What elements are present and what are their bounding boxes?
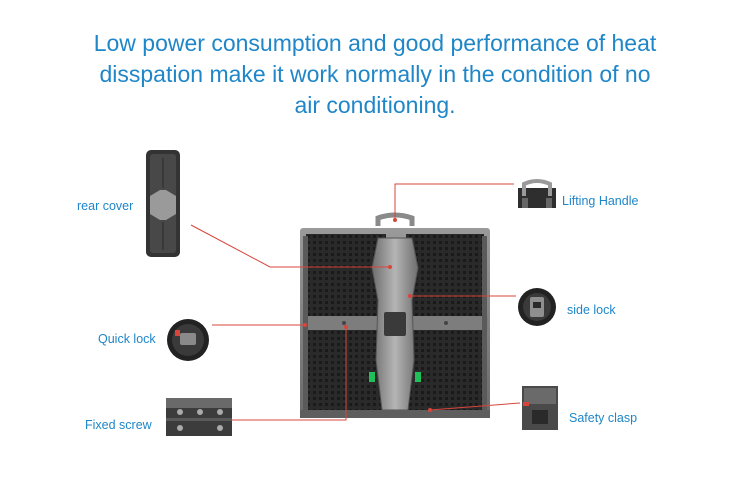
safety-clasp-thumbnail xyxy=(522,386,558,430)
label-fixed-screw: Fixed screw xyxy=(85,418,152,432)
leader-lifting-handle xyxy=(394,183,514,220)
leader-endpoints xyxy=(303,218,432,412)
led-cabinet xyxy=(300,228,490,418)
leader-lines xyxy=(190,183,521,421)
rear-cover-thumbnail xyxy=(146,150,180,257)
quick-lock-thumbnail xyxy=(167,319,209,361)
headline: Low power consumption and good performan… xyxy=(40,28,710,121)
side-lock-thumbnail xyxy=(518,288,556,326)
leader-rear-cover xyxy=(190,224,390,268)
headline-line-3: air conditioning. xyxy=(294,92,456,118)
leader-fixed-screw xyxy=(232,327,347,421)
lifting-handle-thumbnail xyxy=(518,179,556,208)
fixed-screw-thumbnail xyxy=(166,398,232,436)
label-rear-cover: rear cover xyxy=(77,199,134,213)
label-lifting-handle: Lifting Handle xyxy=(562,194,639,208)
label-quick-lock: Quick lock xyxy=(98,332,156,346)
label-safety-clasp: Safety clasp xyxy=(569,411,638,425)
headline-line-2: disspation make it work normally in the … xyxy=(99,61,651,87)
headline-line-1: Low power consumption and good performan… xyxy=(93,30,657,56)
leader-safety-clasp xyxy=(429,402,521,411)
label-side-lock: side lock xyxy=(567,303,616,317)
